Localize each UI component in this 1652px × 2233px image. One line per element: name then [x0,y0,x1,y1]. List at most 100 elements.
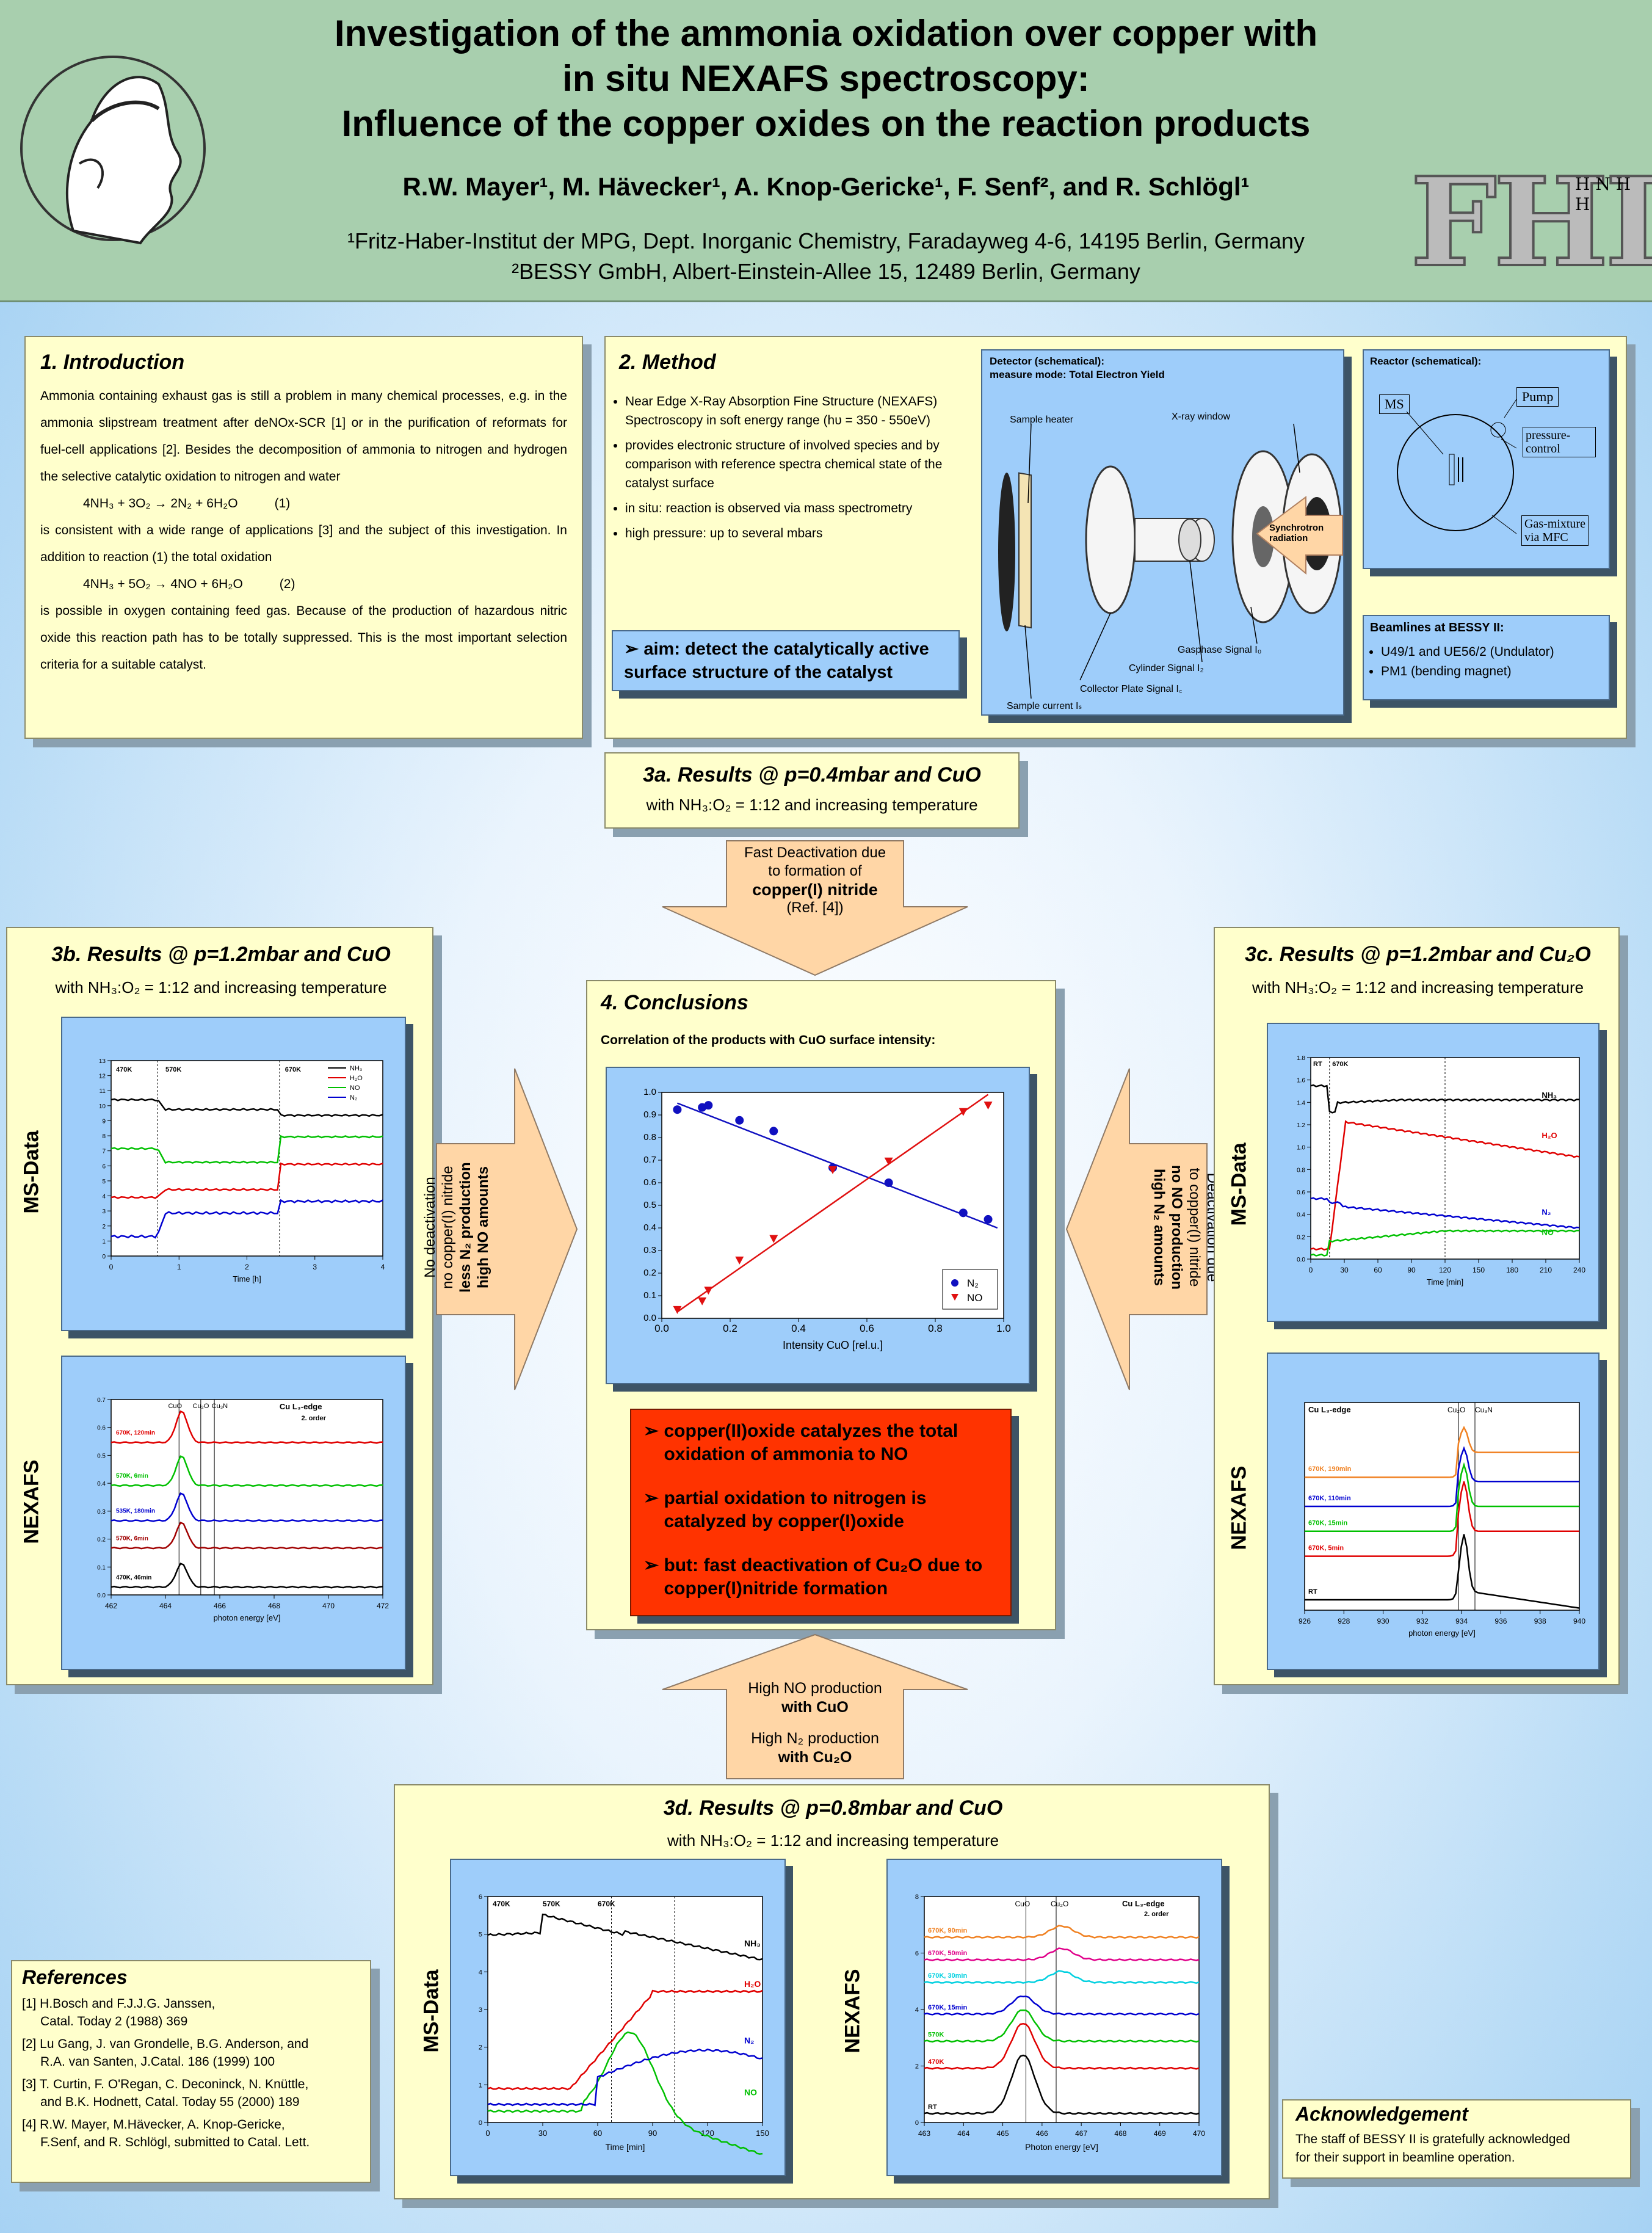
n2-data-point [984,1215,993,1224]
series-h2o-line [487,1989,763,2091]
reference-line: [2] Lu Gang, J. van Grondelle, B.G. Ande… [22,2037,309,2051]
y-tick-label: 10 [99,1103,106,1110]
nexafs-trace [924,2054,1200,2115]
no-data-point [958,1108,968,1116]
label-gasphase-signal: Gasphase Signal I₀ [1178,645,1262,655]
nexafs-trace [924,1947,1200,1961]
y-tick-label: 0.8 [643,1132,656,1142]
x-tick-label: 467 [1075,2129,1087,2138]
label-xray-window: X-ray window [1172,412,1231,422]
no-data-point [735,1256,744,1265]
fhi-logo-text: FHI [1409,151,1652,294]
legend-label: H₂O [350,1075,363,1082]
label-cylinder-signal: Cylinder Signal I₂ [1129,663,1204,674]
edge-label: Cu L₃-edge [1122,1899,1165,1908]
y-tick-label: 9 [102,1118,106,1125]
y-tick-label: 6 [102,1163,106,1170]
x-tick-label: 470 [322,1602,335,1610]
peak-label: Cu₂O [1447,1406,1465,1414]
y-tick-label: 0.5 [97,1453,106,1459]
x-tick-label: 466 [1036,2129,1048,2138]
temp-label: 670K [285,1066,301,1073]
series-label: NH₃ [1542,1091,1557,1100]
x-tick-label: 0.2 [723,1323,737,1334]
intro-p3: is possible in oxygen containing feed ga… [40,604,567,672]
y-tick-label: 13 [99,1058,106,1065]
x-tick-label: 0 [485,2129,490,2138]
reference-line: F.Senf, and R. Schlögl, submitted to Cat… [40,2135,310,2149]
nexafs-trace [924,1925,1200,1939]
nexafs-trace [924,1995,1200,2016]
plot-area [487,1896,763,2123]
peak-label: Cu₃N [212,1403,228,1410]
n2-data-point [769,1127,778,1136]
y-tick-label: 1 [102,1238,106,1245]
nexafs-trace [1305,1426,1579,1478]
arrow-top-line2: to formation of [768,863,862,879]
y-tick-label: 0.7 [643,1155,656,1165]
detector-box: Detector (schematical): measure mode: To… [981,349,1344,716]
y-tick-label: 11 [100,1088,106,1095]
results-3d-panel: 3d. Results @ p=0.8mbar and CuO with NH₃… [394,1784,1270,2199]
order-label: 2. order [302,1415,327,1422]
arrow-right-left [436,1068,578,1390]
legend-no-marker [951,1294,958,1301]
reference-line: and B.K. Hodnett, Catal. Today 55 (2000)… [40,2095,300,2109]
x-axis-label: Time [min] [1427,1277,1463,1287]
bullet-arrow-icon: ➢ [643,1488,664,1508]
y-tick-label: 4 [479,1969,482,1976]
r3c-ms-label: MS-Data [1227,1142,1251,1226]
reference-line: [3] T. Curtin, F. O'Regan, C. Deconinck,… [22,2077,309,2091]
nexafs-trace [110,1410,383,1444]
x-tick-label: 4 [381,1263,385,1271]
y-tick-label: 5 [102,1178,106,1185]
label-sample-heater: Sample heater [1010,415,1074,425]
y-tick-label: 3 [479,2006,482,2014]
y-tick-label: 0.3 [643,1245,656,1255]
y-tick-label: 0 [102,1254,106,1260]
reference-line: Catal. Today 2 (1988) 369 [40,2014,188,2028]
reference-item: [1] H.Bosch and F.J.J.G. Janssen,Catal. … [22,1995,360,2030]
trace-label: 670K, 5min [1308,1544,1344,1552]
trace-label: 570K, 6min [116,1535,148,1542]
method-bullet-2: provides electronic structure of involve… [625,436,985,493]
r3c-heading: 3c. Results @ p=1.2mbar and Cu₂O [1245,943,1591,966]
arrow-left-line4: high NO amounts [475,1166,491,1288]
mpg-logo [20,56,206,245]
reactor-box: Reactor (schematical): MS Pump pressure-… [1363,349,1610,569]
plot-area [110,1399,383,1596]
no-data-point [769,1235,778,1243]
order-label: 2. order [1144,1911,1169,1918]
method-panel: 2. Method Near Edge X-Ray Absorption Fin… [604,336,1627,739]
results-3c-panel: 3c. Results @ p=1.2mbar and Cu₂O with NH… [1214,927,1620,1685]
arrow-bottom-line2: with CuO [781,1699,849,1716]
arrow-left-line2: no copper(I) nitride [440,1166,456,1289]
nexafs-trace [1305,1462,1579,1533]
nexafs-trace [1305,1446,1579,1508]
nexafs-trace [1305,1534,1580,1609]
beamlines-box: Beamlines at BESSY II: U49/1 and UE56/2 … [1363,615,1610,700]
y-tick-label: 7 [102,1149,106,1155]
trace-label: 670K, 15min [928,2004,967,2011]
fhi-logo-molecule: H N H H [1575,174,1631,214]
r3c-subtitle: with NH₃:O₂ = 1:12 and increasing temper… [1252,978,1584,997]
arrow-bottom-line3: High N₂ production [751,1730,879,1747]
y-tick-label: 0.2 [97,1537,106,1544]
y-tick-label: 1.4 [1297,1100,1305,1106]
y-tick-label: 5 [479,1931,482,1939]
intro-p1: Ammonia containing exhaust gas is still … [40,389,567,484]
x-tick-label: 60 [1374,1266,1382,1274]
intro-eq1-no: (1) [274,496,291,510]
temp-label: RT [1313,1061,1322,1068]
trace-label: RT [928,2104,937,2111]
detector-mode: measure mode: Total Electron Yield [990,369,1165,380]
y-tick-label: 0.0 [97,1592,106,1599]
temp-label: 470K [493,1900,510,1908]
x-tick-label: 468 [1114,2129,1126,2138]
x-tick-label: 3 [313,1263,317,1271]
r3b-nexafs-label: NEXAFS [20,1459,43,1544]
